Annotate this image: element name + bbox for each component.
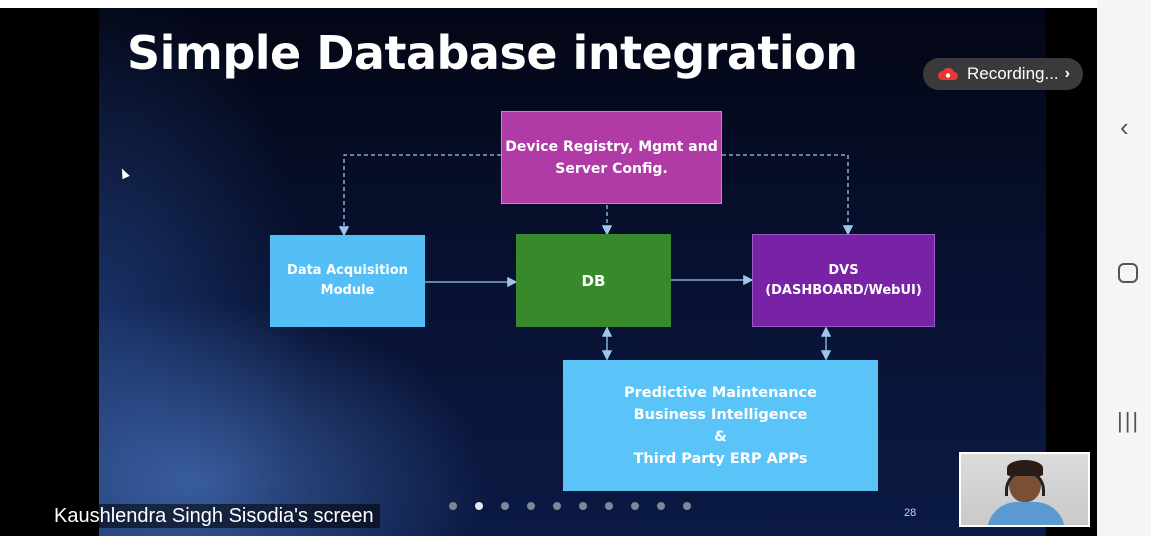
presenter-screen-label: Kaushlendra Singh Sisodia's screen [48, 504, 380, 528]
slide-pagination-dots[interactable] [449, 502, 691, 510]
pagination-dot[interactable] [527, 502, 535, 510]
recents-icon[interactable]: ||| [1117, 408, 1141, 433]
db-label: DB [581, 271, 606, 290]
presentation-slide: Simple Database integration [99, 8, 1046, 536]
recording-label: Recording... [967, 64, 1059, 83]
pagination-dot[interactable] [501, 502, 509, 510]
pagination-dot-active[interactable] [475, 502, 483, 510]
slide-title: Simple Database integration [127, 26, 858, 80]
participant-body [987, 502, 1065, 525]
recording-indicator-button[interactable]: Recording... › [923, 58, 1083, 90]
home-icon[interactable] [1118, 263, 1138, 283]
slide-page-number: 28 [904, 507, 917, 519]
registry-to-dvs-connector [722, 154, 854, 236]
predictive-label: Predictive Maintenance Business Intellig… [624, 384, 817, 467]
cloud-icon [937, 67, 958, 80]
pagination-dot[interactable] [579, 502, 587, 510]
device-registry-box: Device Registry, Mgmt and Server Config. [501, 111, 722, 204]
dvs-box: DVS (DASHBOARD/WebUI) [752, 234, 935, 327]
headset-icon [1005, 470, 1045, 496]
registry-to-acquisition-connector [338, 154, 501, 237]
pagination-dot[interactable] [683, 502, 691, 510]
pagination-dot[interactable] [553, 502, 561, 510]
data-acquisition-label: Data Acquisition Module [287, 263, 408, 298]
dvs-label: DVS (DASHBOARD/WebUI) [765, 262, 922, 298]
shared-screen-area: Simple Database integration [0, 8, 1097, 536]
pagination-dot[interactable] [449, 502, 457, 510]
pagination-dot[interactable] [605, 502, 613, 510]
db-box: DB [516, 234, 671, 327]
predictive-box: Predictive Maintenance Business Intellig… [563, 360, 878, 491]
diagram-connectors [338, 154, 854, 361]
chevron-right-icon: › [1064, 65, 1070, 82]
device-registry-label: Device Registry, Mgmt and Server Config. [505, 138, 718, 177]
back-icon[interactable]: ‹ [1120, 112, 1129, 142]
data-acquisition-box: Data Acquisition Module [270, 235, 425, 327]
pagination-dot[interactable] [631, 502, 639, 510]
system-navigation-bar [1097, 0, 1151, 536]
pagination-dot[interactable] [657, 502, 665, 510]
participant-video-thumbnail[interactable] [959, 452, 1090, 527]
